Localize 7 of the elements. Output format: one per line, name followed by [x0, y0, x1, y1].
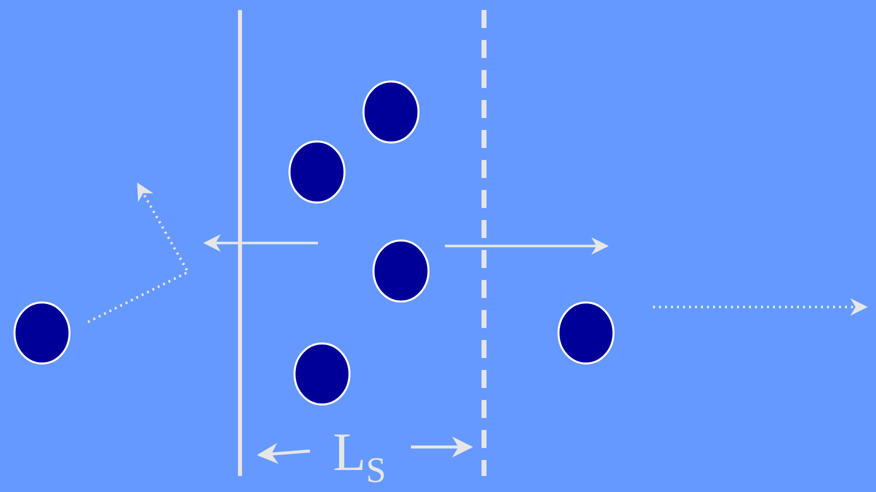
- particle-circle: [288, 140, 346, 204]
- length-symbol: L$_{S}$: [333, 424, 386, 492]
- particle-circle: [293, 342, 351, 406]
- particle-circle: [362, 80, 420, 144]
- particle-circle: [557, 301, 615, 365]
- particle-circle: [13, 301, 71, 365]
- particle-circle: [372, 239, 430, 303]
